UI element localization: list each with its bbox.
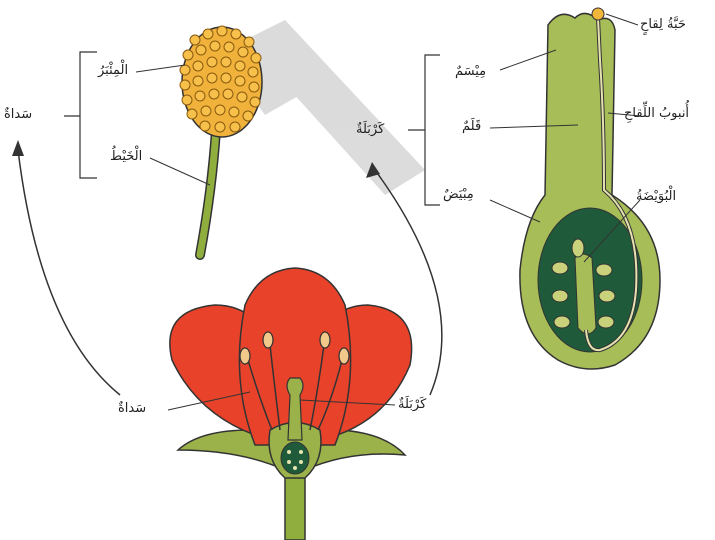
label-pollen-tube: أُنبوبُ اللِّقاحِ <box>624 107 689 120</box>
label-stigma: مِيْسَمٌ <box>455 65 486 78</box>
flower-stem <box>285 470 305 540</box>
label-stamen: سَداةٌ <box>4 108 32 121</box>
label-pollen-grain: حَبَّةُ لِقاحٍ <box>640 18 686 31</box>
label-ovary: مِبْيَضٌ <box>443 188 474 201</box>
pollen-grain-dot <box>592 8 604 20</box>
label-filament: الْخَيْطُ <box>110 150 142 163</box>
arrow-to-stamen <box>18 150 120 395</box>
label-flower-pistil: كَرْبَلَةٌ <box>398 398 426 411</box>
pistil-bracket <box>408 55 440 205</box>
flower-illustration <box>168 268 412 540</box>
stamen-illustration <box>64 26 262 255</box>
stamen-bracket <box>64 52 97 178</box>
label-style: قَلَمٌ <box>462 120 481 133</box>
flower-pistil <box>287 378 303 440</box>
label-pistil: كَرْبَلَةٌ <box>356 123 384 136</box>
label-flower-stamen: سَداةٌ <box>118 402 146 415</box>
label-ovule: الْبُوَيْضَةُ <box>636 190 676 203</box>
label-anther: الْمِئْبَرُ <box>98 64 128 77</box>
